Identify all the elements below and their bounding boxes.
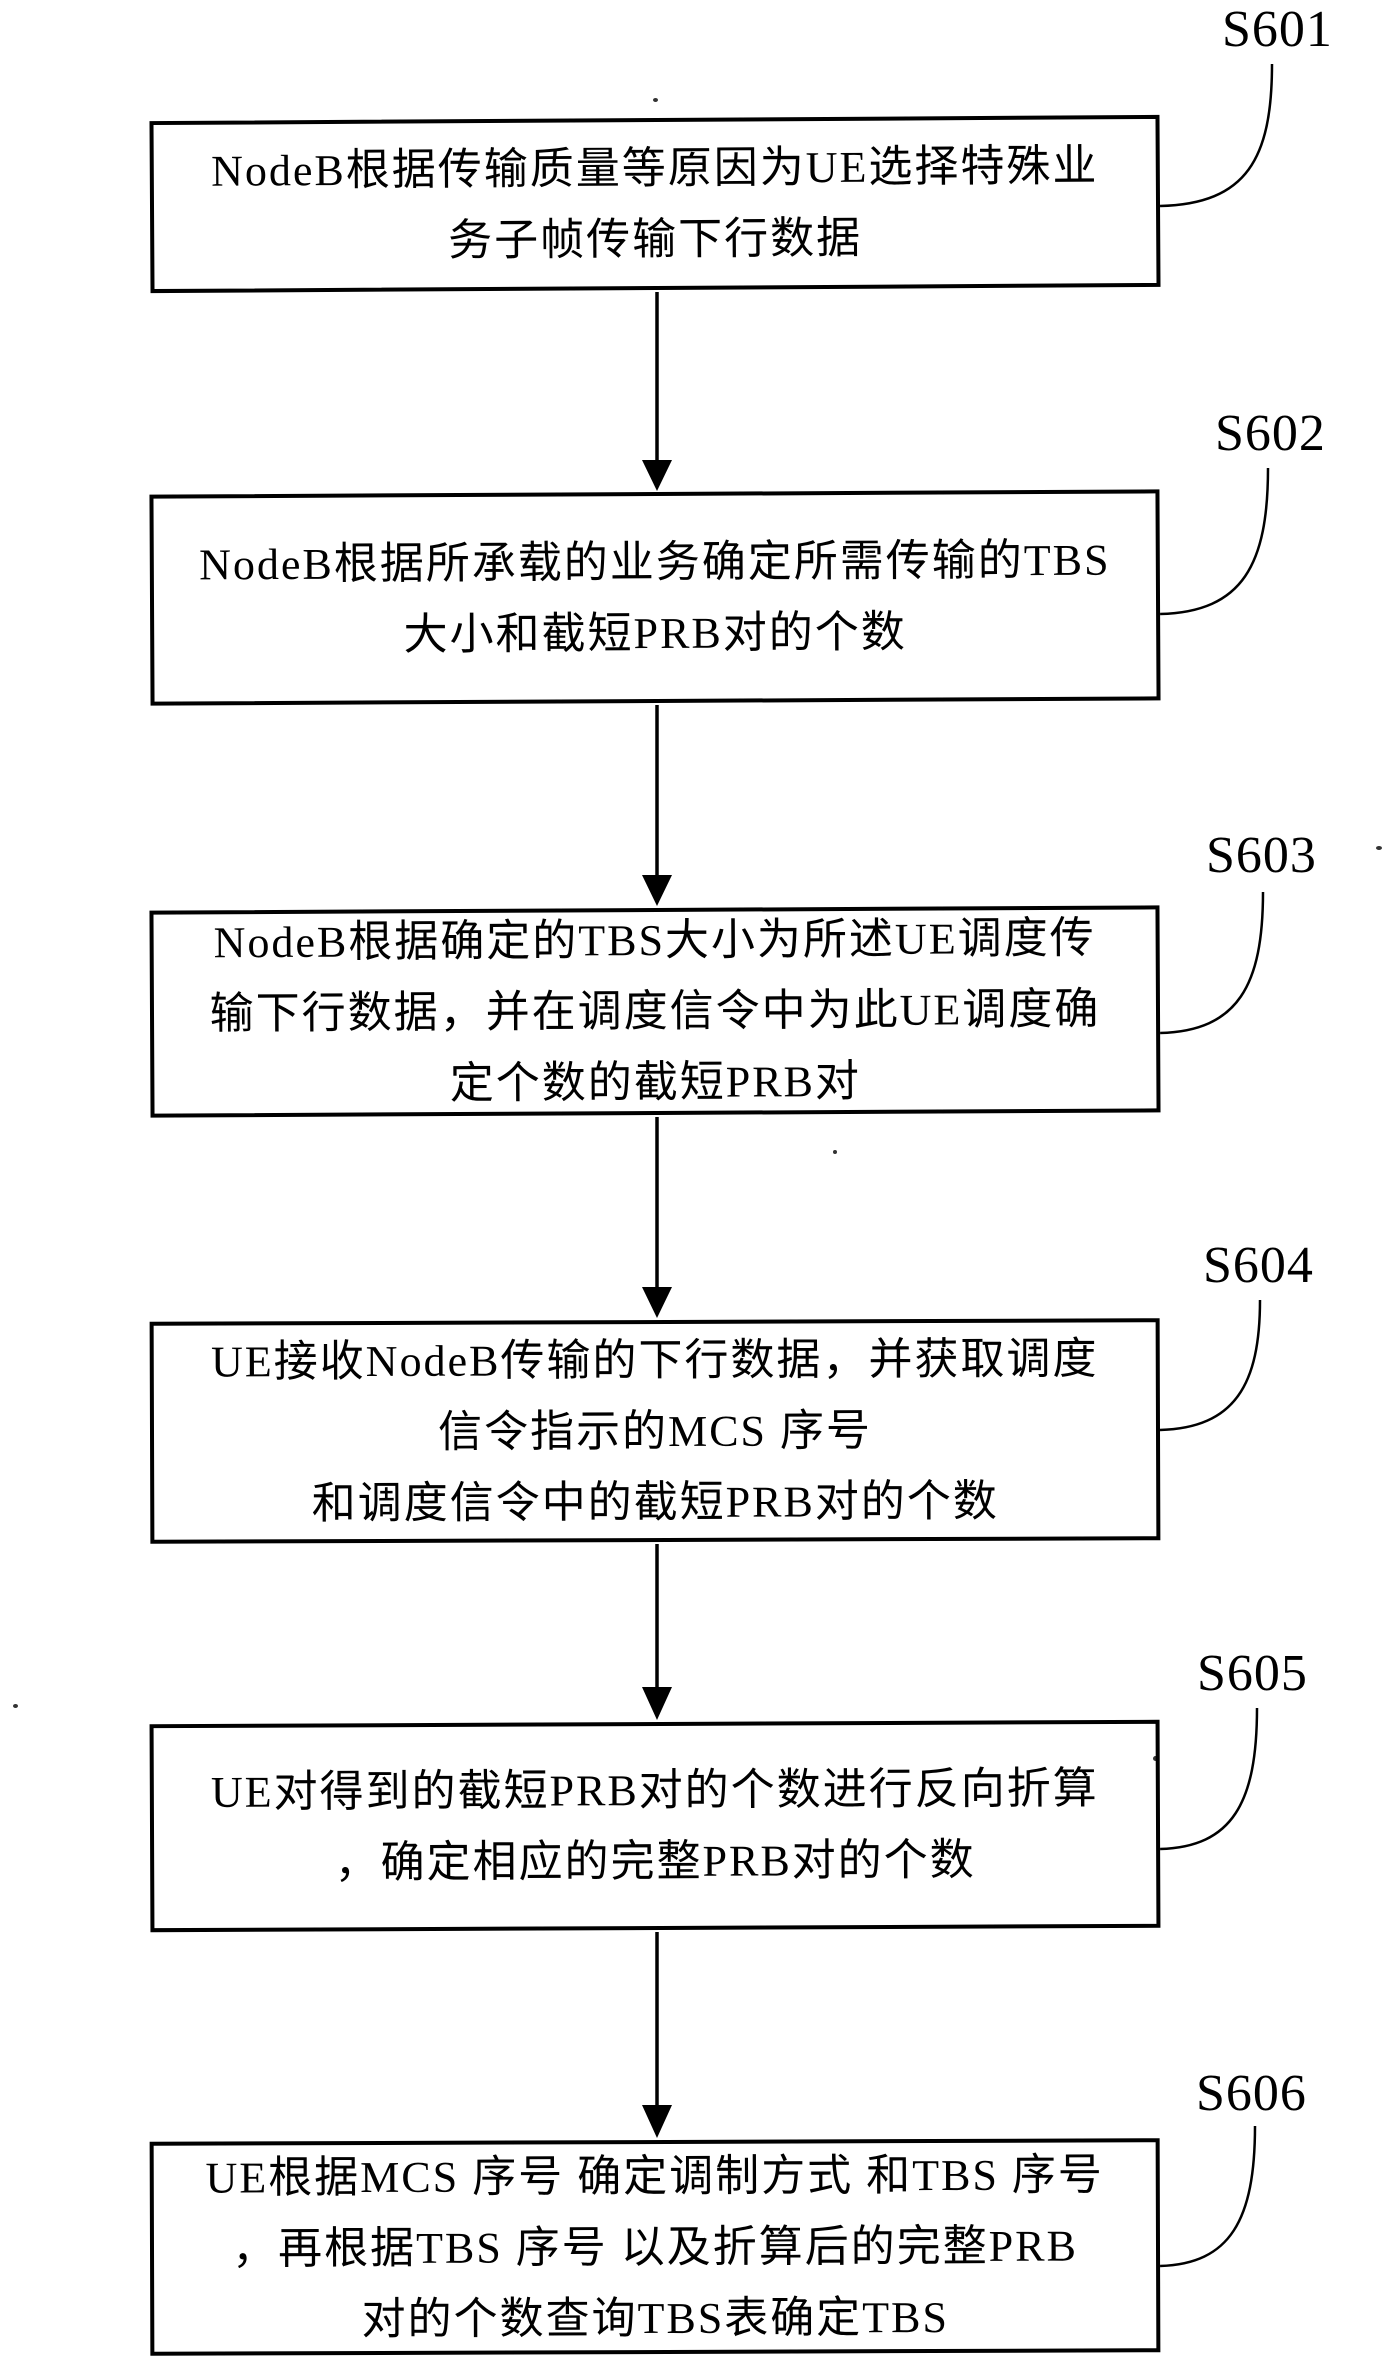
- flow-step-box-s606: UE根据MCS 序号 确定调制方式 和TBS 序号，再根据TBS 序号 以及折算…: [149, 2138, 1161, 2356]
- step-connector-s605: [1159, 1707, 1259, 1851]
- step-connector-s603: [1159, 891, 1265, 1035]
- scan-artifact-dot: [1153, 1756, 1158, 1761]
- step-connector-s606: [1159, 2125, 1257, 2268]
- step-label-s605: S605: [1197, 1645, 1308, 1702]
- step-label-s603: S603: [1206, 827, 1317, 884]
- scan-artifact-dot: [833, 1150, 837, 1154]
- flow-step-box-s604: UE接收NodeB传输的下行数据，并获取调度信令指示的MCS 序号和调度信令中的…: [149, 1318, 1161, 1544]
- scan-artifact-dot: [13, 1704, 18, 1708]
- flow-step-box-s605: UE对得到的截短PRB对的个数进行反向折算，确定相应的完整PRB对的个数: [149, 1719, 1161, 1933]
- flow-arrow-5: [642, 1932, 672, 2138]
- flow-arrow-2: [642, 705, 672, 906]
- flow-arrow-3: [642, 1117, 672, 1318]
- step-label-s604: S604: [1203, 1237, 1314, 1294]
- scan-artifact-dot: [653, 98, 658, 102]
- flow-arrow-1: [642, 292, 672, 491]
- step-connector-s602: [1159, 467, 1270, 616]
- flow-step-box-s603: NodeB根据确定的TBS大小为所述UE调度传输下行数据，并在调度信令中为此UE…: [149, 905, 1161, 1118]
- flow-step-box-s601: NodeB根据传输质量等原因为UE选择特殊业务子帧传输下行数据: [149, 114, 1161, 294]
- step-label-s601: S601: [1222, 1, 1333, 58]
- scan-artifact-dot: [1376, 846, 1382, 850]
- step-label-s602: S602: [1215, 405, 1326, 462]
- flow-arrow-4: [642, 1544, 672, 1720]
- step-connector-s601: [1159, 63, 1274, 208]
- step-label-s606: S606: [1196, 2065, 1307, 2122]
- step-connector-s604: [1159, 1299, 1262, 1432]
